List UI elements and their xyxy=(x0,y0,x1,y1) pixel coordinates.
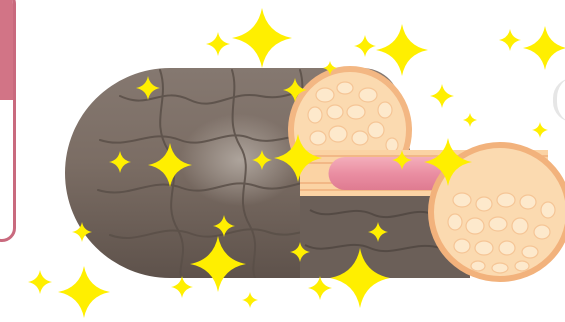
sparkle-icon xyxy=(171,276,193,298)
sparkle-icon xyxy=(58,266,110,318)
sparkle-icon xyxy=(430,84,454,108)
sparkle-icon xyxy=(308,276,332,300)
sparkle-icon xyxy=(354,35,376,57)
sparkle-icon xyxy=(499,29,521,51)
sparkle-icon xyxy=(28,270,52,294)
sparkle-icon xyxy=(232,8,292,68)
sparkle-icon xyxy=(376,24,428,76)
sparkle-icon xyxy=(463,113,477,127)
sparkle-icon xyxy=(206,32,230,56)
sparkle-icon xyxy=(523,26,565,70)
sparkle-icon xyxy=(532,122,548,138)
sparkle-icon xyxy=(242,292,258,308)
